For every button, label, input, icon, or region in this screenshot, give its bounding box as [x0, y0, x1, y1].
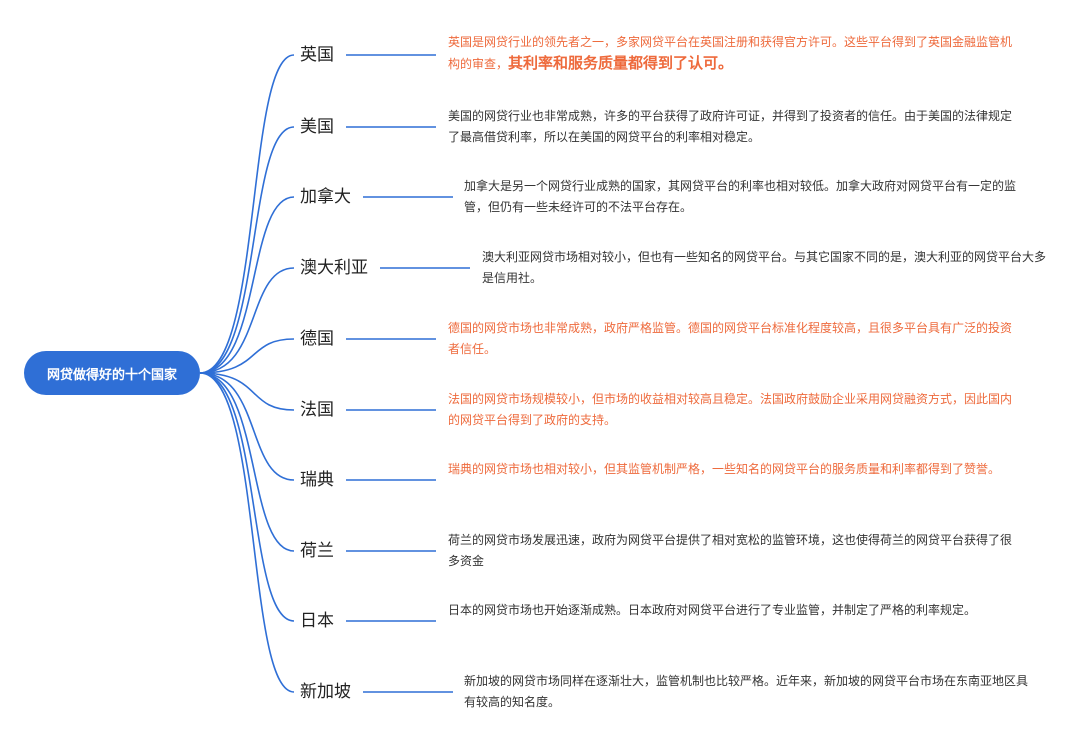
branch-label-netherlands[interactable]: 荷兰	[300, 541, 334, 561]
branch-description-sweden: 瑞典的网贷市场也相对较小，但其监管机制严格，一些知名的网贷平台的服务质量和利率都…	[448, 462, 1001, 476]
branch-label-sweden[interactable]: 瑞典	[300, 470, 334, 490]
branch-label-france[interactable]: 法国	[300, 400, 334, 420]
branch-label-singapore[interactable]: 新加坡	[300, 682, 351, 702]
branch-label-canada[interactable]: 加拿大	[300, 187, 351, 207]
branch-description-canada: 加拿大是另一个网贷行业成熟的国家，其网贷平台的利率也相对较低。加拿大政府对网贷平…	[464, 179, 1017, 214]
branch-curve-japan	[199, 372, 295, 622]
branch-label-germany[interactable]: 德国	[300, 329, 334, 349]
branch-description-uk-emphasis: 其利率和服务质量都得到了认可。	[508, 54, 734, 72]
branch-label-us[interactable]: 美国	[300, 117, 334, 137]
branch-description-france: 法国的网贷市场规模较小，但市场的收益相对较高且稳定。法国政府鼓励企业采用网贷融资…	[448, 392, 1013, 427]
branch-curve-uk	[199, 54, 295, 374]
branch-curve-sweden	[199, 372, 295, 481]
branch-label-australia[interactable]: 澳大利亚	[300, 258, 368, 278]
branch-label-japan[interactable]: 日本	[300, 611, 334, 631]
branch-description-uk-text: 英国是网贷行业的领先者之一，多家网贷平台在英国注册和获得官方许可。这些平台得到了…	[448, 35, 1013, 71]
branch-description-us: 美国的网贷行业也非常成熟，许多的平台获得了政府许可证，并得到了投资者的信任。由于…	[448, 109, 1013, 144]
branch-description-singapore: 新加坡的网贷市场同样在逐渐壮大，监管机制也比较严格。近年来，新加坡的网贷平台市场…	[464, 674, 1029, 709]
branch-description-australia: 澳大利亚网贷市场相对较小，但也有一些知名的网贷平台。与其它国家不同的是，澳大利亚…	[482, 250, 1047, 285]
branch-curve-germany	[199, 338, 295, 374]
branch-curves	[199, 54, 295, 693]
branch-label-uk[interactable]: 英国	[300, 45, 334, 65]
branch-curve-singapore	[199, 372, 295, 693]
branch-curve-france	[199, 372, 295, 411]
branch-curve-australia	[199, 267, 295, 374]
root-node[interactable]: 网贷做得好的十个国家	[24, 351, 200, 395]
branch-curve-canada	[199, 196, 295, 374]
branch-description-netherlands: 荷兰的网贷市场发展迅速，政府为网贷平台提供了相对宽松的监管环境，这也使得荷兰的网…	[448, 533, 1013, 568]
branch-description-germany: 德国的网贷市场也非常成熟，政府严格监管。德国的网贷平台标准化程度较高，且很多平台…	[448, 321, 1013, 356]
branch-description-uk: 英国是网贷行业的领先者之一，多家网贷平台在英国注册和获得官方许可。这些平台得到了…	[448, 32, 1023, 75]
branch-underlines	[346, 54, 470, 693]
branch-curve-netherlands	[199, 372, 295, 552]
root-node-label: 网贷做得好的十个国家	[46, 367, 177, 383]
branch-curve-us	[199, 126, 295, 374]
branch-description-japan: 日本的网贷市场也开始逐渐成熟。日本政府对网贷平台进行了专业监管，并制定了严格的利…	[448, 603, 977, 617]
